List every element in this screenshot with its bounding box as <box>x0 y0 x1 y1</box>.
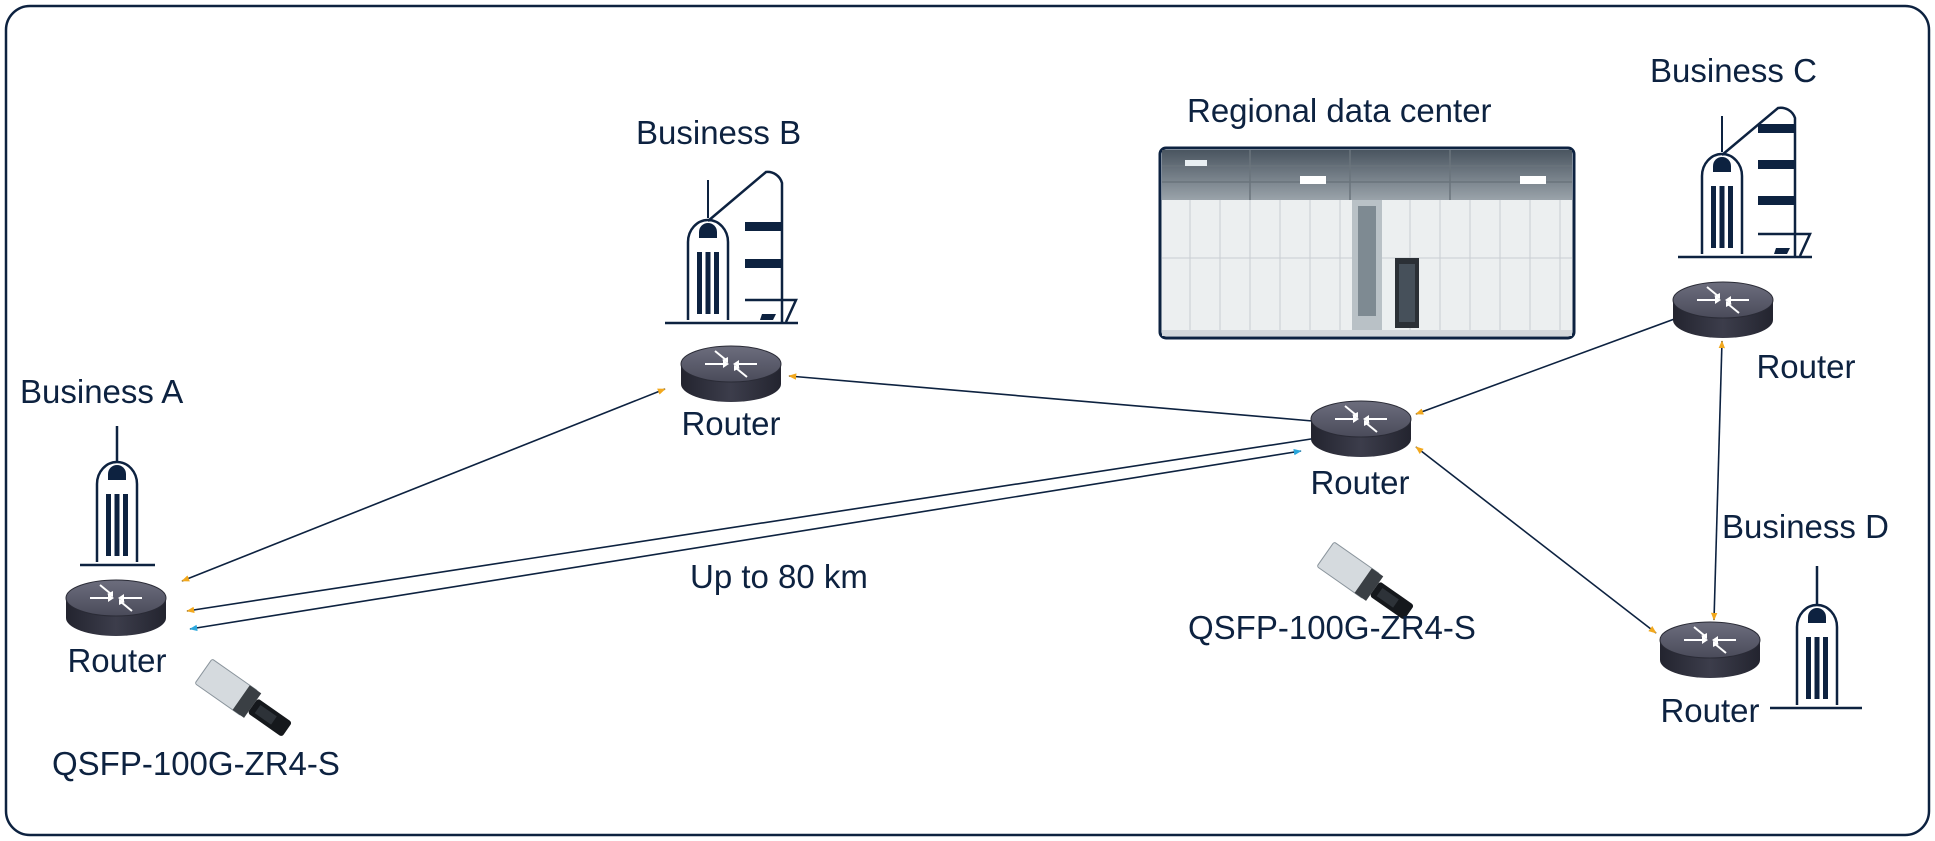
office-building-icon <box>80 426 155 567</box>
business-a-label: Business A <box>20 373 183 410</box>
business-c: Business C Router <box>1650 52 1856 385</box>
office-building-icon <box>1770 566 1862 710</box>
data-center-label: Regional data center <box>1187 92 1492 129</box>
hub-router: Router QSFP-100G-ZR4-S <box>1188 400 1476 646</box>
office-building-icon <box>1678 106 1812 259</box>
link-c-to-d <box>1711 340 1725 621</box>
network-links <box>181 313 1725 634</box>
router-hub-label: Router <box>1310 464 1409 501</box>
router-a-label: Router <box>67 642 166 679</box>
office-building-icon <box>665 170 798 325</box>
router-icon <box>1659 621 1761 679</box>
link-hub-to-d <box>1415 446 1657 634</box>
business-b-label: Business B <box>636 114 801 151</box>
business-c-label: Business C <box>1650 52 1817 89</box>
router-icon <box>680 345 782 403</box>
distance-label: Up to 80 km <box>690 558 868 595</box>
router-icon <box>65 579 167 637</box>
regional-data-center: Regional data center <box>1158 92 1576 340</box>
link-hub-to-c <box>1415 313 1689 415</box>
transceiver-a-label: QSFP-100G-ZR4-S <box>52 745 340 782</box>
link-b-to-hub <box>788 373 1325 425</box>
transceiver-hub-label: QSFP-100G-ZR4-S <box>1188 609 1476 646</box>
router-d-label: Router <box>1660 692 1759 729</box>
router-c-label: Router <box>1756 348 1855 385</box>
diagram-frame <box>4 4 1931 837</box>
router-b-label: Router <box>681 405 780 442</box>
link-a-to-hub-secondary <box>189 448 1302 632</box>
business-a: Business A Router QSFP-100G-ZR4-S <box>20 373 340 782</box>
business-d: Business D Router <box>1659 508 1889 729</box>
router-icon <box>1310 400 1412 458</box>
business-b: Business B Router <box>636 114 801 442</box>
business-d-label: Business D <box>1722 508 1889 545</box>
datacenter-photo <box>1158 146 1576 340</box>
router-icon <box>1672 281 1774 339</box>
